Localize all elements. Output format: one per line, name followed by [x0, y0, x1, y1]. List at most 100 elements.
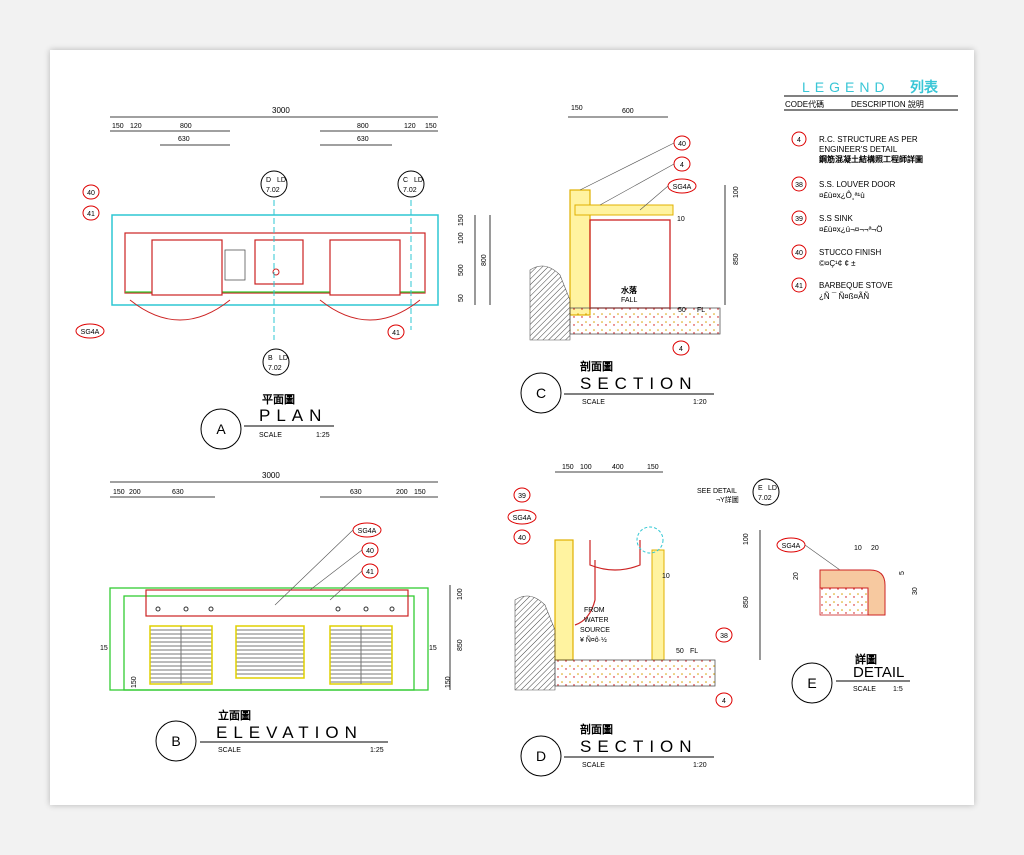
dim-label: 630	[357, 136, 369, 143]
dim-label: 400	[612, 464, 624, 471]
dim-label: 3000	[262, 471, 280, 480]
dim-label: 15	[100, 645, 108, 652]
dim-label: 150	[445, 676, 452, 688]
section-d-title-cn: 剖面圖	[580, 722, 613, 736]
scale-value: 1:5	[893, 686, 903, 693]
plan-title-cn: 平面圖	[262, 393, 295, 406]
callout-label: 4	[680, 162, 684, 169]
elevation-title-cn: 立面圖	[218, 708, 251, 722]
section-c-letter: C	[536, 385, 546, 401]
marker-sheet: 7.02	[268, 365, 282, 372]
dim-label: 120	[130, 123, 142, 130]
dim-label: 10	[662, 573, 670, 580]
elevation-letter: B	[171, 733, 180, 749]
legend-title: LEGEND	[802, 79, 890, 95]
scale-label: SCALE	[582, 762, 605, 769]
marker-sheet: 7.02	[758, 495, 772, 502]
plan-dim-total: 3000	[272, 106, 290, 115]
fall-label: FALL	[621, 297, 637, 304]
dim-label: 850	[743, 596, 750, 608]
legend-item: 39 S.S SINK ¤£ù¤x¿ú¬¤¬¬ª¬Ö	[791, 210, 882, 234]
section-d-letter: D	[536, 748, 546, 764]
legend-item: 41 BARBEQUE STOVE ¿Ñ ¯ Ñ¤ß¤ÃÑ	[791, 277, 893, 301]
dim-label: 20	[871, 545, 879, 552]
dim-label: 100	[457, 588, 464, 600]
dim-label: 150	[131, 676, 138, 688]
section-marker-c: C LD 7.02	[397, 170, 425, 198]
water-note: WATER	[584, 617, 609, 624]
dim-label: 120	[404, 123, 416, 130]
fl-label: FL	[697, 307, 705, 314]
dim-label: 150	[113, 489, 125, 496]
legend-item: 40 STUCCO FINISH ©¤Ç¹¢ ¢ ±	[791, 244, 881, 268]
dim-label: 150	[562, 464, 574, 471]
legend-code: 41	[795, 283, 803, 290]
dim-label: 50	[676, 648, 684, 655]
legend-item: 38 S.S. LOUVER DOOR ¤£ù¤x¿Ô¸ª¹ù	[791, 176, 896, 200]
dim-label: 100	[458, 232, 465, 244]
dim-label: 150	[414, 489, 426, 496]
legend-text: ¤£ù¤x¿ú¬¤¬¬ª¬Ö	[819, 225, 882, 234]
dim-label: 630	[350, 489, 362, 496]
callout-label: 40	[518, 535, 526, 542]
dim-label: 200	[129, 489, 141, 496]
marker-letter: B	[268, 355, 273, 362]
legend-text: S.S. LOUVER DOOR	[819, 180, 896, 189]
see-detail-label: SEE DETAIL	[697, 488, 737, 495]
dim-label: 50	[678, 307, 686, 314]
dim-label: 800	[357, 123, 369, 130]
dim-label: 100	[580, 464, 592, 471]
detail-letter: E	[807, 675, 816, 691]
section-marker-d: D LD 7.02	[260, 170, 288, 198]
see-detail-cn: ¬Y詳圖	[716, 495, 739, 504]
legend-code: 40	[795, 250, 803, 257]
scale-label: SCALE	[853, 686, 876, 693]
callout-label: 41	[87, 211, 95, 218]
water-note: FROM	[584, 607, 605, 614]
section-c-view: 150 600 水落 FALL FL 50 10 100 850 40 4 SG…	[520, 105, 740, 414]
dim-label: 850	[457, 639, 464, 651]
callout-label: SG4A	[81, 329, 100, 336]
dim-label: 100	[743, 533, 750, 545]
elevation-view: 3000 150 200 630 630 200 150 100 850 150…	[100, 471, 464, 762]
legend-text: STUCCO FINISH	[819, 248, 881, 257]
detail-title-cn: 詳圖	[855, 652, 877, 666]
callout-label: SG4A	[673, 184, 692, 191]
dim-label: 10	[854, 545, 862, 552]
legend-text: ¤£ù¤x¿Ô¸ª¹ù	[819, 191, 865, 200]
marker-ref: LD	[277, 177, 286, 184]
scale-value: 1:20	[693, 762, 707, 769]
legend-code: 38	[795, 182, 803, 189]
marker-letter: D	[266, 177, 271, 184]
plan-view: 3000 150 120 800 630 800 630 120 150 150…	[75, 106, 491, 450]
dim-label: 500	[458, 264, 465, 276]
legend-text: R.C. STRUCTURE AS PER	[819, 135, 918, 144]
dim-label: 15	[429, 645, 437, 652]
dim-label: 630	[172, 489, 184, 496]
dim-label: 10	[677, 216, 685, 223]
callout-label: 39	[518, 493, 526, 500]
fl-label: FL	[690, 648, 698, 655]
marker-letter: C	[403, 177, 408, 184]
marker-ref: LD	[414, 177, 423, 184]
dim-label: 150	[425, 123, 437, 130]
dim-label: 600	[622, 108, 634, 115]
plan-title: PLAN	[259, 406, 327, 425]
legend-title-cn: 列表	[910, 79, 939, 95]
scale-label: SCALE	[218, 747, 241, 754]
dim-label: 850	[733, 253, 740, 265]
callout-label: 4	[722, 698, 726, 705]
fall-label-cn: 水落	[620, 285, 638, 295]
marker-sheet: 7.02	[403, 187, 417, 194]
callout-label: 4	[679, 346, 683, 353]
marker-ref: LD	[768, 485, 777, 492]
scale-label: SCALE	[259, 432, 282, 439]
callout-label: 38	[720, 633, 728, 640]
legend: LEGEND 列表 CODE代碼 DESCRIPTION 說明 4 R.C. S…	[784, 79, 958, 301]
callout-label: SG4A	[513, 515, 532, 522]
dim-label: 20	[793, 572, 800, 580]
scale-label: SCALE	[582, 399, 605, 406]
callout-label: 40	[678, 141, 686, 148]
dim-label: 50	[458, 294, 465, 302]
